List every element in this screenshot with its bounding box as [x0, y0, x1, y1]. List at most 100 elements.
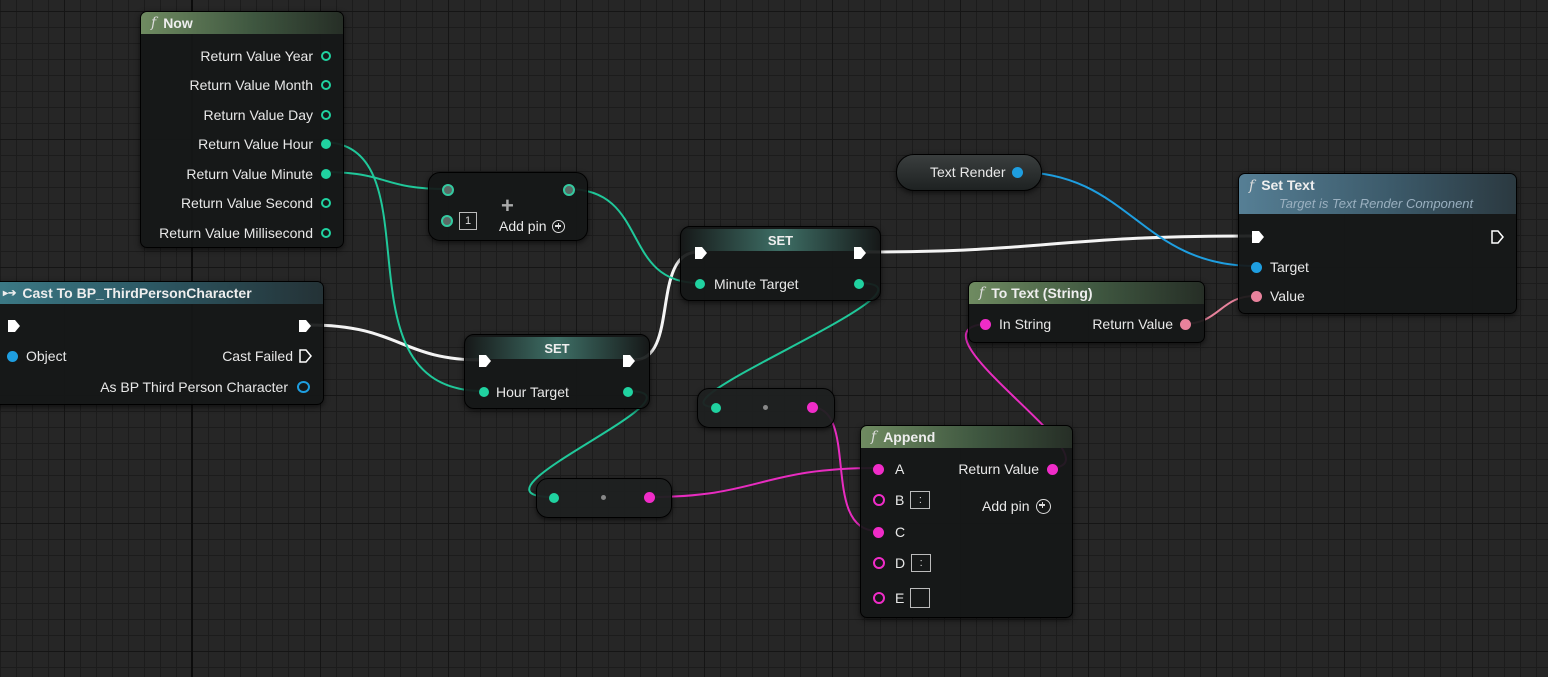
append-pin-e[interactable]: E: [873, 588, 931, 608]
int-to-string-conversion-node-1[interactable]: [697, 388, 835, 428]
set-text-value-pin[interactable]: Value: [1251, 288, 1305, 304]
pin-label: Return Value Minute: [186, 166, 313, 182]
text-render-node[interactable]: Text Render: [896, 154, 1042, 191]
cast-node[interactable]: ▸➔ Cast To BP_ThirdPersonCharacter Objec…: [0, 281, 324, 405]
set-minute-node[interactable]: SET Minute Target: [680, 226, 881, 301]
set-minute-header[interactable]: SET: [681, 229, 880, 251]
set-hour-output-pin[interactable]: [623, 387, 633, 397]
cast-failed-pin[interactable]: Cast Failed: [222, 348, 312, 364]
add-pin-button[interactable]: Add pin: [499, 218, 566, 234]
set-minute-exec-in-pin[interactable]: [694, 246, 708, 263]
set-text-exec-out-pin[interactable]: [1491, 230, 1505, 248]
int-pin-icon[interactable]: [321, 139, 331, 149]
conversion-output-pin[interactable]: [644, 492, 655, 503]
object-pin-icon[interactable]: [1012, 166, 1024, 178]
now-pin-month[interactable]: Return Value Month: [190, 77, 331, 93]
conversion-dot-icon: [601, 495, 606, 500]
string-pin-icon[interactable]: [873, 592, 885, 604]
object-pin-icon[interactable]: [7, 350, 18, 362]
text-render-label: Text Render: [930, 164, 1006, 180]
conversion-input-pin[interactable]: [711, 403, 721, 413]
object-pin-icon[interactable]: [1251, 261, 1262, 273]
cast-node-header[interactable]: ▸➔ Cast To BP_ThirdPersonCharacter: [0, 282, 323, 304]
now-pin-second[interactable]: Return Value Second: [181, 195, 331, 211]
set-minute-exec-out-pin[interactable]: [853, 246, 867, 263]
string-pin-icon[interactable]: [873, 526, 884, 538]
string-pin-icon[interactable]: [873, 463, 884, 475]
int-pin-icon[interactable]: [321, 80, 331, 90]
cast-exec-in-pin[interactable]: [7, 319, 21, 336]
to-text-in-label: In String: [999, 316, 1052, 332]
now-pin-hour[interactable]: Return Value Hour: [198, 136, 331, 152]
text-render-pin[interactable]: Text Render: [930, 164, 1024, 180]
conversion-input-pin[interactable]: [549, 493, 559, 503]
set-hour-node[interactable]: SET Hour Target: [464, 334, 650, 409]
set-text-target-pin[interactable]: Target: [1251, 259, 1309, 275]
to-text-out-pin[interactable]: Return Value: [1092, 316, 1191, 332]
cast-as-pin[interactable]: As BP Third Person Character: [100, 379, 310, 395]
int-pin-icon[interactable]: [479, 387, 489, 397]
append-pin-b[interactable]: B :: [873, 491, 931, 509]
set-hour-title: SET: [544, 340, 570, 356]
pin-label: Return Value Millisecond: [159, 225, 313, 241]
now-pin-minute[interactable]: Return Value Minute: [186, 166, 331, 182]
int-pin-icon[interactable]: [321, 198, 331, 208]
int-pin-icon[interactable]: [321, 228, 331, 238]
function-icon: f: [871, 429, 877, 445]
set-hour-exec-out-pin[interactable]: [622, 354, 636, 371]
int-pin-icon[interactable]: [695, 279, 705, 289]
append-b-input[interactable]: :: [910, 491, 931, 509]
set-hour-header[interactable]: SET: [465, 337, 649, 359]
set-text-exec-in-pin[interactable]: [1251, 230, 1265, 247]
int-pin-icon[interactable]: [321, 110, 331, 120]
append-d-input[interactable]: :: [911, 554, 932, 572]
set-hour-input[interactable]: Hour Target: [479, 384, 569, 400]
append-e-input[interactable]: [910, 588, 931, 608]
set-hour-exec-in-pin[interactable]: [478, 354, 492, 371]
add-b-value[interactable]: 1: [459, 212, 477, 230]
conversion-output-pin[interactable]: [807, 402, 818, 413]
text-pin-icon[interactable]: [1251, 290, 1262, 302]
function-icon: f: [1249, 178, 1255, 194]
add-input-b[interactable]: 1: [441, 212, 477, 230]
string-pin-icon[interactable]: [1047, 463, 1058, 475]
add-input-b-pin[interactable]: [441, 215, 453, 227]
int-to-string-conversion-node-2[interactable]: [536, 478, 672, 518]
add-plus-icon: +: [501, 193, 514, 218]
now-pin-millisecond[interactable]: Return Value Millisecond: [159, 225, 331, 241]
cast-object-pin[interactable]: Object: [7, 348, 66, 364]
string-pin-icon[interactable]: [873, 557, 885, 569]
function-icon: f: [151, 15, 157, 31]
int-pin-icon[interactable]: [321, 51, 331, 61]
append-return-label: Return Value: [958, 461, 1039, 477]
add-output-pin[interactable]: [563, 184, 575, 196]
exec-pin-outline-icon[interactable]: [299, 349, 312, 363]
append-pin-a[interactable]: A: [873, 461, 904, 477]
set-minute-input[interactable]: Minute Target: [695, 276, 799, 292]
set-minute-output-pin[interactable]: [854, 279, 864, 289]
now-pin-day[interactable]: Return Value Day: [204, 107, 331, 123]
string-pin-icon[interactable]: [980, 318, 991, 330]
add-input-a-pin[interactable]: [442, 184, 454, 196]
append-pin-c[interactable]: C: [873, 524, 905, 540]
append-add-pin-button[interactable]: Add pin: [982, 498, 1052, 514]
add-node[interactable]: + 1 Add pin: [428, 172, 588, 241]
string-pin-icon[interactable]: [873, 494, 885, 506]
now-pin-year[interactable]: Return Value Year: [200, 48, 331, 64]
exec-wire-set-minute-to-set-text: [863, 234, 1254, 254]
append-pin-d[interactable]: D :: [873, 554, 932, 572]
cast-exec-out-pin[interactable]: [298, 319, 312, 336]
to-text-in-pin[interactable]: In String: [980, 316, 1051, 332]
append-return-pin[interactable]: Return Value: [958, 461, 1058, 477]
int-pin-icon[interactable]: [321, 169, 331, 179]
object-pin-icon[interactable]: [297, 381, 310, 393]
text-pin-icon[interactable]: [1180, 318, 1191, 330]
